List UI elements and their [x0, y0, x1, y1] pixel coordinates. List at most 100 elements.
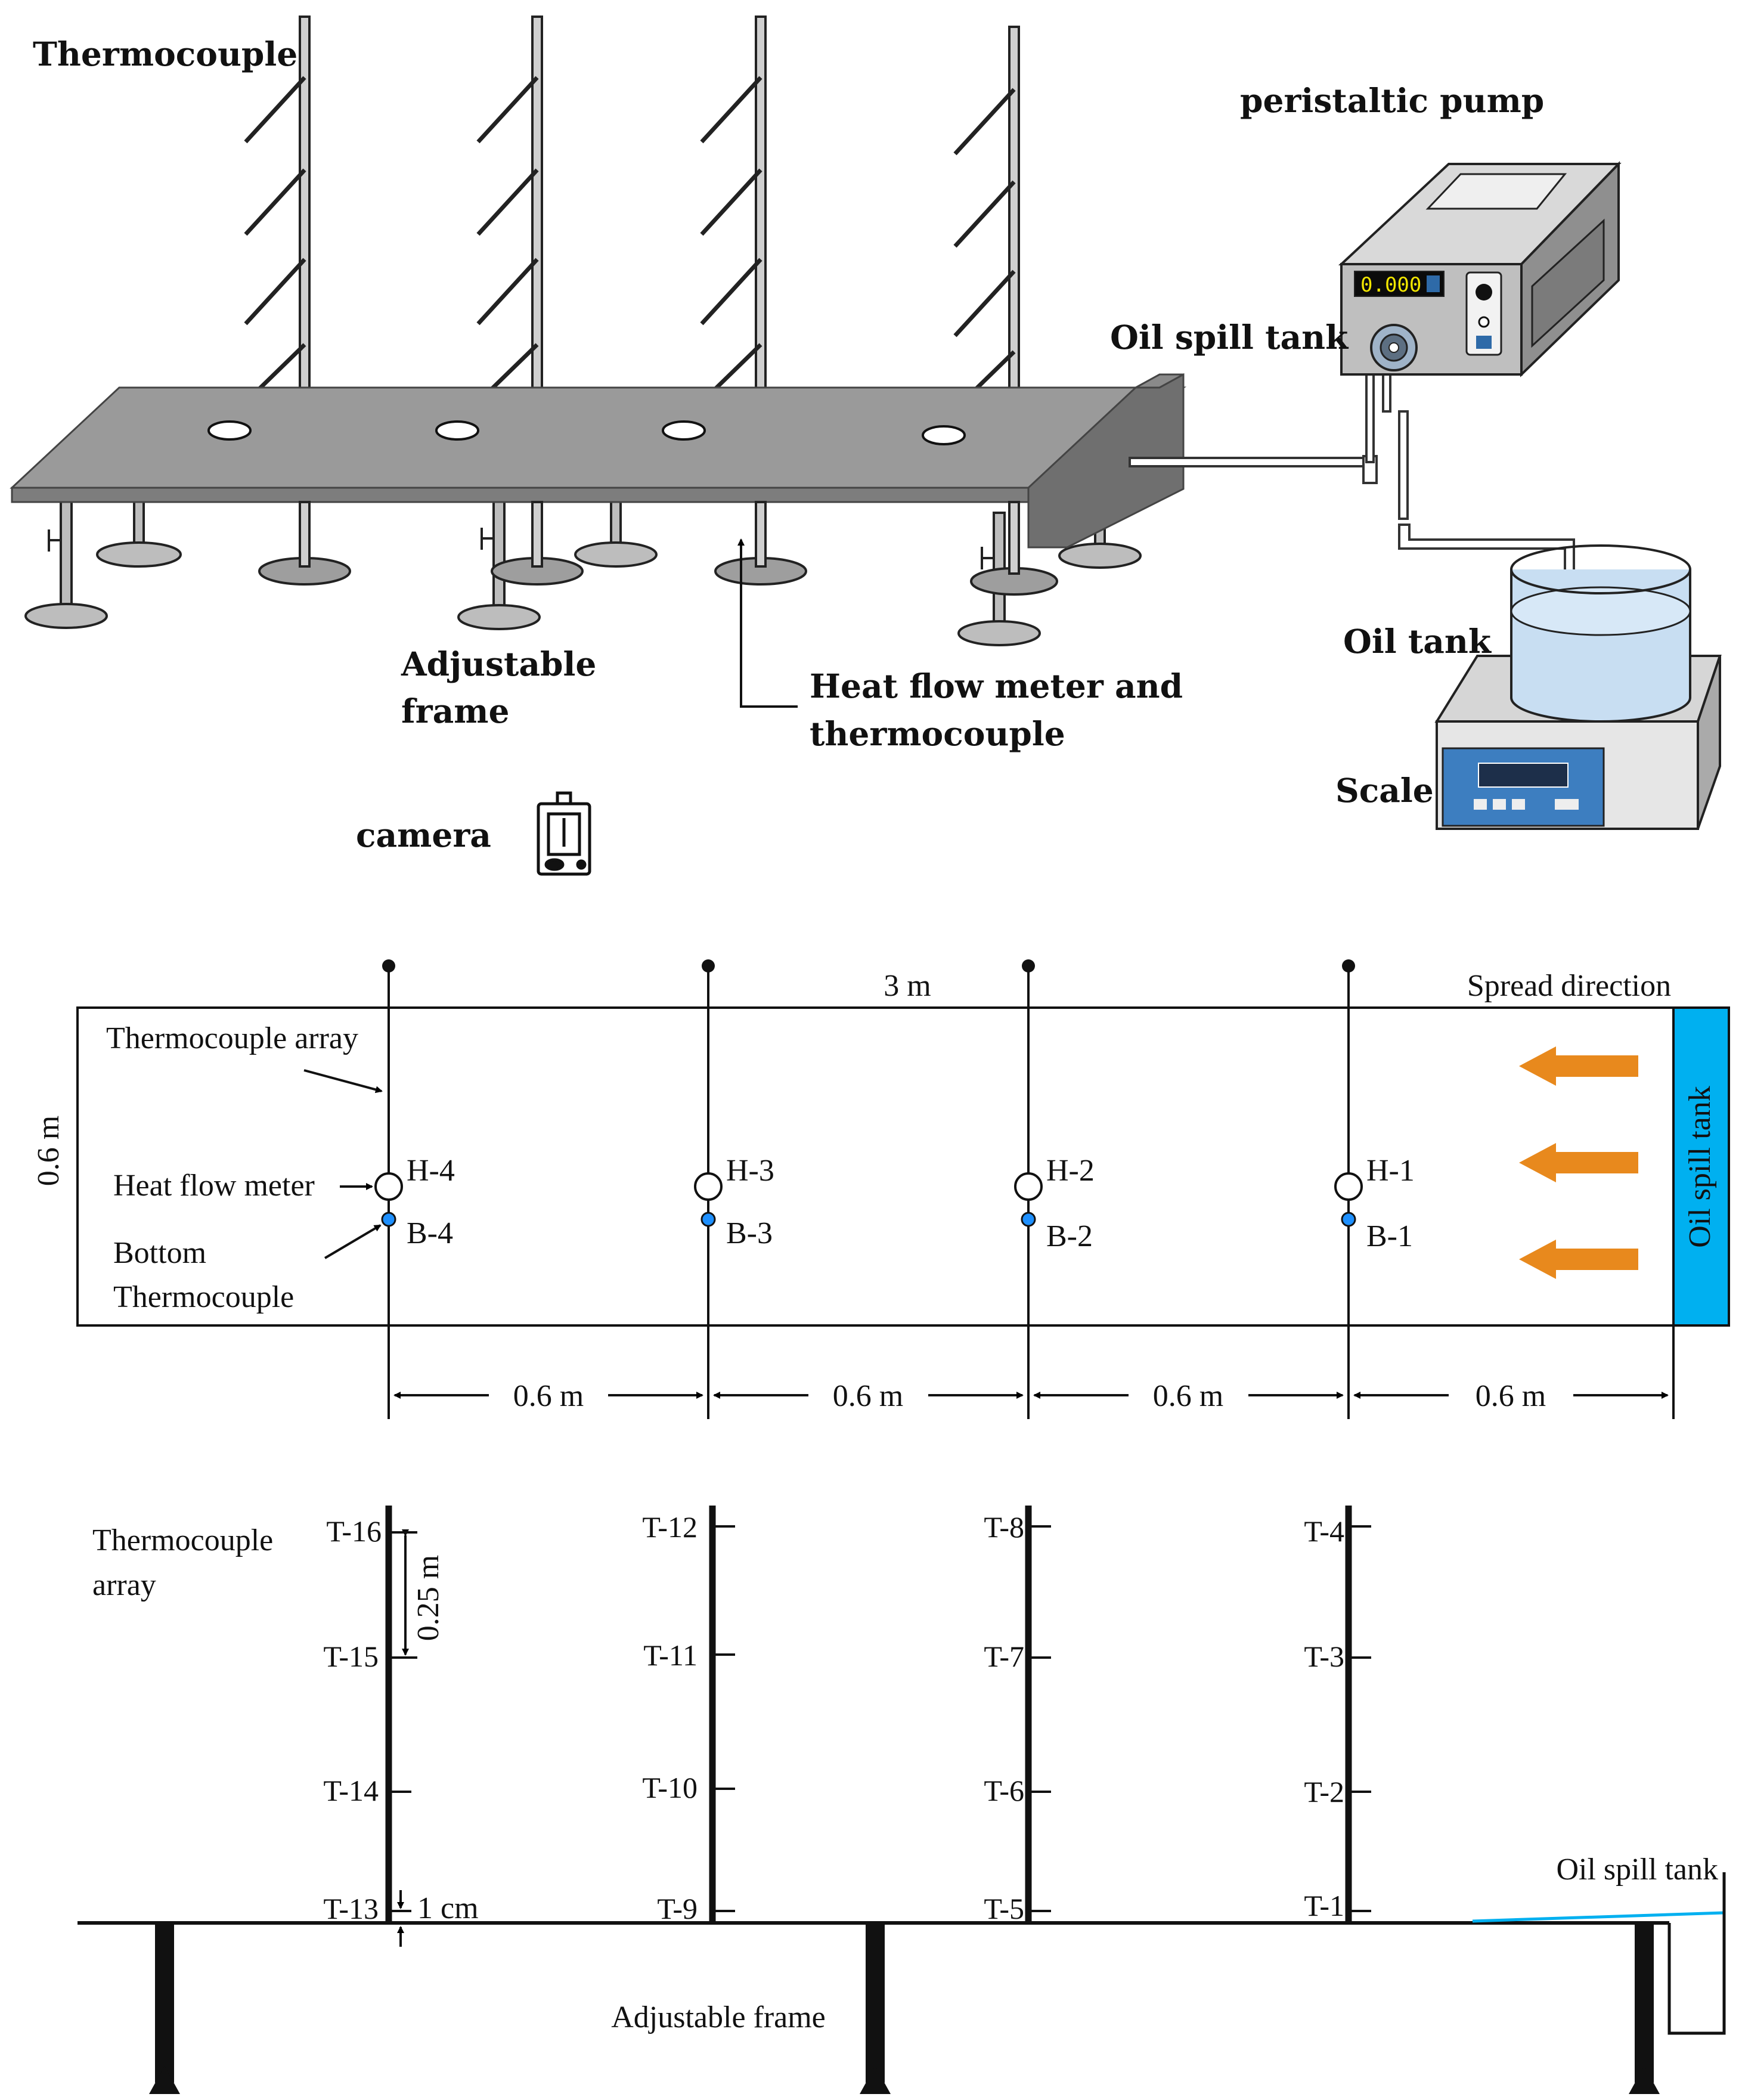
t-label: T-4 — [1304, 1514, 1344, 1548]
heat-flow-meter-marker — [694, 1172, 723, 1201]
station-h2: H-2 — [1046, 1154, 1095, 1188]
station-b1: B-1 — [1366, 1219, 1413, 1253]
pump-unit-indicator — [1427, 275, 1440, 292]
elevation-spacing-label: 0.25 m — [411, 1555, 445, 1641]
oil-pipes — [1129, 357, 1575, 603]
sensor-port — [207, 420, 252, 441]
bottom-thermocouple-marker — [700, 1212, 716, 1227]
station-h3: H-3 — [726, 1154, 774, 1188]
pump-button — [1476, 336, 1492, 349]
peristaltic-pump: 0.000 — [1338, 161, 1622, 377]
elevation-frame-legs — [149, 1925, 1660, 2094]
t-label: T-12 — [642, 1510, 698, 1544]
plan-station-top-dot — [1022, 959, 1035, 972]
plan-sensors — [374, 1172, 1363, 1227]
bottom-thermocouple-marker — [1341, 1212, 1356, 1227]
pump-switch — [1478, 316, 1490, 328]
frame-leg — [96, 494, 182, 568]
platform-supports — [24, 494, 1142, 646]
label-oil-tank: Oil tank — [1343, 622, 1492, 661]
label-thermocouple: Thermocouple — [33, 35, 297, 73]
elevation-array — [1345, 1506, 1371, 1923]
elevation-bottom-offset-label: 1 cm — [417, 1891, 479, 1925]
plan-width-label: 0.6 m — [32, 1116, 66, 1186]
station-b3: B-3 — [726, 1216, 773, 1250]
t-label: T-15 — [323, 1640, 379, 1673]
tank-top — [1135, 373, 1184, 389]
camera-icon — [537, 791, 591, 876]
elevation-panel: 0.25 m 1 cm T-13 T-14 T-15 T-16 T-9 T-10… — [78, 1506, 1726, 2094]
elevation-array — [385, 1506, 411, 1923]
t-label: T-11 — [643, 1639, 698, 1672]
spread-arrows — [1519, 1046, 1638, 1279]
pump-top-panel — [1425, 173, 1567, 210]
plan-heat-flow-meter-label: Heat flow meter — [113, 1169, 315, 1203]
spread-platform — [10, 373, 1187, 549]
frame-leg — [574, 494, 658, 568]
elevation-oil-spill-tank-label: Oil spill tank — [1556, 1853, 1718, 1887]
t-label: T-8 — [984, 1510, 1024, 1544]
station-b4: B-4 — [407, 1216, 453, 1250]
spread-arrow — [1519, 1046, 1638, 1086]
station-h4: H-4 — [407, 1154, 455, 1188]
plan-bottom-thermocouple-2: Thermocouple — [113, 1280, 294, 1314]
plan-station-top-dot — [382, 959, 395, 972]
heat-flow-meter-marker — [374, 1172, 403, 1201]
label-adjustable-frame-2: frame — [401, 692, 509, 730]
t-label: T-10 — [642, 1771, 698, 1804]
pump-control-panel — [1465, 271, 1502, 356]
plan-thermocouple-array-label: Thermocouple array — [106, 1021, 358, 1055]
elevation-frame-leg — [1629, 1925, 1660, 2094]
label-peristaltic-pump: peristaltic pump — [1240, 81, 1544, 120]
bottom-thermocouple-marker — [381, 1212, 396, 1227]
station-h1: H-1 — [1366, 1154, 1415, 1188]
plan-leaders — [303, 1069, 383, 1259]
plan-station-top-dot — [1342, 959, 1355, 972]
elevation-thermocouple-array-2: array — [92, 1568, 156, 1602]
label-adjustable-frame-1: Adjustable — [401, 645, 596, 683]
elevation-array — [709, 1506, 735, 1923]
station-b2: B-2 — [1046, 1219, 1093, 1253]
label-oil-spill-tank: Oil spill tank — [1110, 318, 1349, 357]
thermocouple-poles — [235, 16, 1058, 596]
t-label: T-5 — [984, 1892, 1024, 1925]
plan-panel: Oil spill tank H-4 B-4 H-3 B-3 H-2 — [32, 959, 1730, 1419]
label-heat-flow-meter-2: thermocouple — [810, 714, 1065, 753]
plan-length-label: 3 m — [884, 969, 931, 1003]
elevation-thermocouple-arrays — [385, 1506, 1371, 1923]
elevation-dimension-lines — [397, 1529, 417, 1947]
plan-station-top-dot — [702, 959, 715, 972]
t-label: T-1 — [1304, 1889, 1344, 1922]
sensor-port — [435, 420, 479, 441]
platform-front-edge — [11, 487, 1030, 503]
spread-arrow — [1519, 1240, 1638, 1279]
frame-leg — [24, 494, 108, 629]
label-scale: Scale — [1335, 771, 1434, 810]
t-label: T-7 — [984, 1640, 1024, 1673]
plan-oil-spill-tank-label: Oil spill tank — [1683, 1086, 1717, 1248]
t-label: T-16 — [326, 1514, 382, 1548]
platform-top — [10, 386, 1187, 489]
plan-bottom-thermocouple-1: Bottom — [113, 1236, 206, 1270]
spacing-label: 0.6 m — [1153, 1379, 1223, 1413]
t-label: T-2 — [1304, 1775, 1344, 1808]
spacing-label: 0.6 m — [833, 1379, 903, 1413]
elevation-frame-leg — [860, 1925, 891, 2094]
pump-display-readout: 0.000 — [1360, 273, 1421, 297]
heat-flow-meter-marker — [1334, 1172, 1363, 1201]
elevation-oil-spill-tank — [1472, 1872, 1726, 2035]
elevation-frame-leg — [149, 1925, 180, 2094]
overview-panel: 0.000 — [10, 16, 1722, 876]
front-supports — [299, 501, 1020, 575]
elevation-adjustable-frame-label: Adjustable frame — [611, 2000, 826, 2034]
pump-side-vent — [1531, 218, 1605, 348]
label-camera: camera — [356, 816, 491, 854]
spacing-label: 0.6 m — [513, 1379, 584, 1413]
spacing-label: 0.6 m — [1476, 1379, 1546, 1413]
t-label: T-3 — [1304, 1640, 1344, 1673]
elevation-array — [1025, 1506, 1051, 1923]
t-label: T-9 — [657, 1892, 698, 1925]
elevation-thermocouple-array-1: Thermocouple — [92, 1523, 273, 1557]
